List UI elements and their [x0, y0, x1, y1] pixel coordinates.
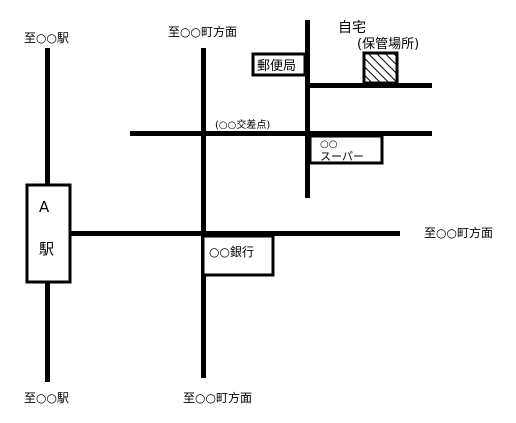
direction-bottom-center: 至○○町方面 [183, 390, 252, 405]
road-intersection-horizontal [130, 131, 432, 136]
road-right-vertical [305, 20, 310, 198]
direction-top-left: 至○○駅 [24, 31, 69, 45]
station-label-line2: 駅 [39, 240, 54, 258]
direction-top-center: 至○○町方面 [168, 24, 237, 39]
post-office-label: 郵便局 [257, 59, 296, 74]
bank-label: ○○銀行 [209, 245, 254, 259]
direction-right: 至○○町方面 [424, 225, 493, 240]
supermarket-label-line2: スーパー [320, 150, 364, 163]
station-label-line1: A [39, 198, 50, 216]
supermarket-label-line1: ○○ [320, 139, 337, 150]
home-building [362, 51, 399, 85]
road-center-vertical [201, 48, 206, 378]
post-office-box [251, 52, 307, 77]
road-lower-horizontal [70, 231, 400, 236]
bank-box [201, 234, 275, 277]
intersection-label: (○○交差点) [215, 118, 270, 131]
direction-bottom-left: 至○○駅 [24, 391, 69, 405]
home-label: 自宅 [338, 20, 366, 36]
home-sublabel: (保管場所) [357, 37, 419, 52]
road-upper-horizontal [310, 83, 432, 88]
station-box [25, 183, 72, 284]
supermarket-box [308, 134, 384, 165]
